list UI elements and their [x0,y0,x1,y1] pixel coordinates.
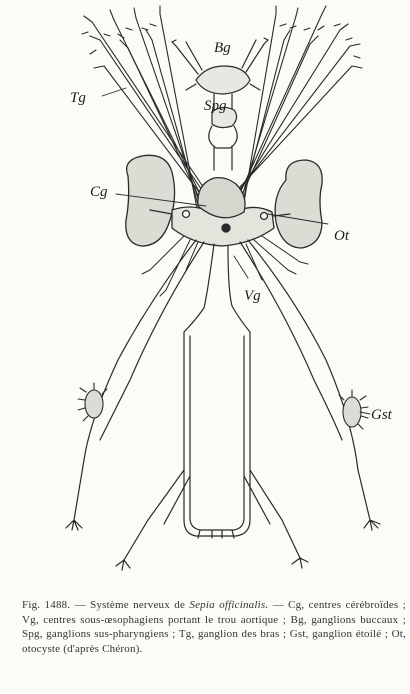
label-gst: Gst [371,407,393,423]
supra-pharyngeal-ganglia [209,107,237,170]
leader-lines [102,88,370,414]
right-stellate-ganglion [339,390,368,429]
right-optic-lobe [275,160,322,248]
caption-title: Système nerveux de [90,599,189,611]
figure-caption: Fig. 1488. — Système nerveux de Sepia of… [22,598,406,656]
visceral-nerves [116,244,308,570]
label-bg: Bg [214,40,231,56]
label-vg: Vg [244,288,261,304]
label-spg: Spg [204,98,227,114]
left-stellate-ganglion [78,383,107,421]
caption-fig-number: Fig. 1488. [22,599,70,611]
label-ot: Ot [334,228,350,244]
label-cg: Cg [90,184,108,200]
pallial-nerves [66,240,380,530]
caption-species: Sepia officinalis. [189,599,268,611]
caption-dash: — [70,599,90,611]
label-tg: Tg [70,90,86,106]
nervous-system-diagram: Bg Spg Tg Cg Ot Vg Gst [0,0,410,600]
